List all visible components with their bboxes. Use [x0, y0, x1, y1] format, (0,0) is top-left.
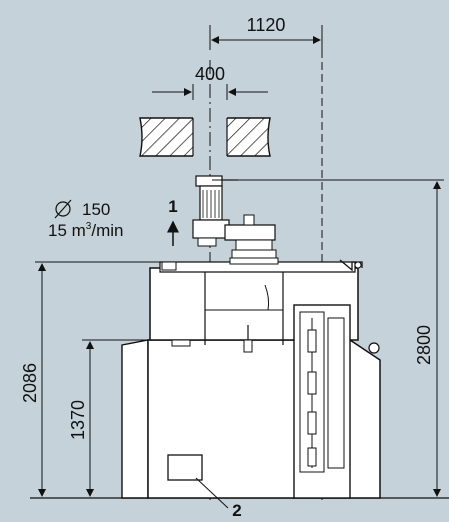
spindle-motor-assembly — [192, 175, 279, 265]
nameplate — [167, 454, 203, 481]
callout-2-label: 2 — [232, 501, 241, 520]
ceiling-section-hatch — [139, 114, 271, 160]
extraction-callout: 1 150 15 m3/min — [48, 197, 179, 246]
nameplate-callout: 2 — [195, 477, 242, 520]
dimension-label-2086: 2086 — [20, 363, 40, 403]
dimension-label-1120: 1120 — [247, 15, 286, 35]
dimension-label-1370: 1370 — [68, 400, 88, 440]
diameter-icon — [54, 199, 72, 219]
dimension-2086: 2086 — [20, 261, 165, 497]
dimension-2800: 2800 — [212, 179, 444, 497]
duct-diameter: 150 — [82, 200, 110, 219]
dimension-1370: 1370 — [68, 339, 150, 497]
top-handle — [339, 259, 363, 272]
dimension-1120: 1120 — [209, 15, 323, 50]
airflow-rate: 15 m3/min — [48, 221, 123, 240]
machine-body — [121, 261, 381, 499]
dimension-label-2800: 2800 — [414, 325, 434, 365]
callout-1-label: 1 — [168, 197, 177, 216]
